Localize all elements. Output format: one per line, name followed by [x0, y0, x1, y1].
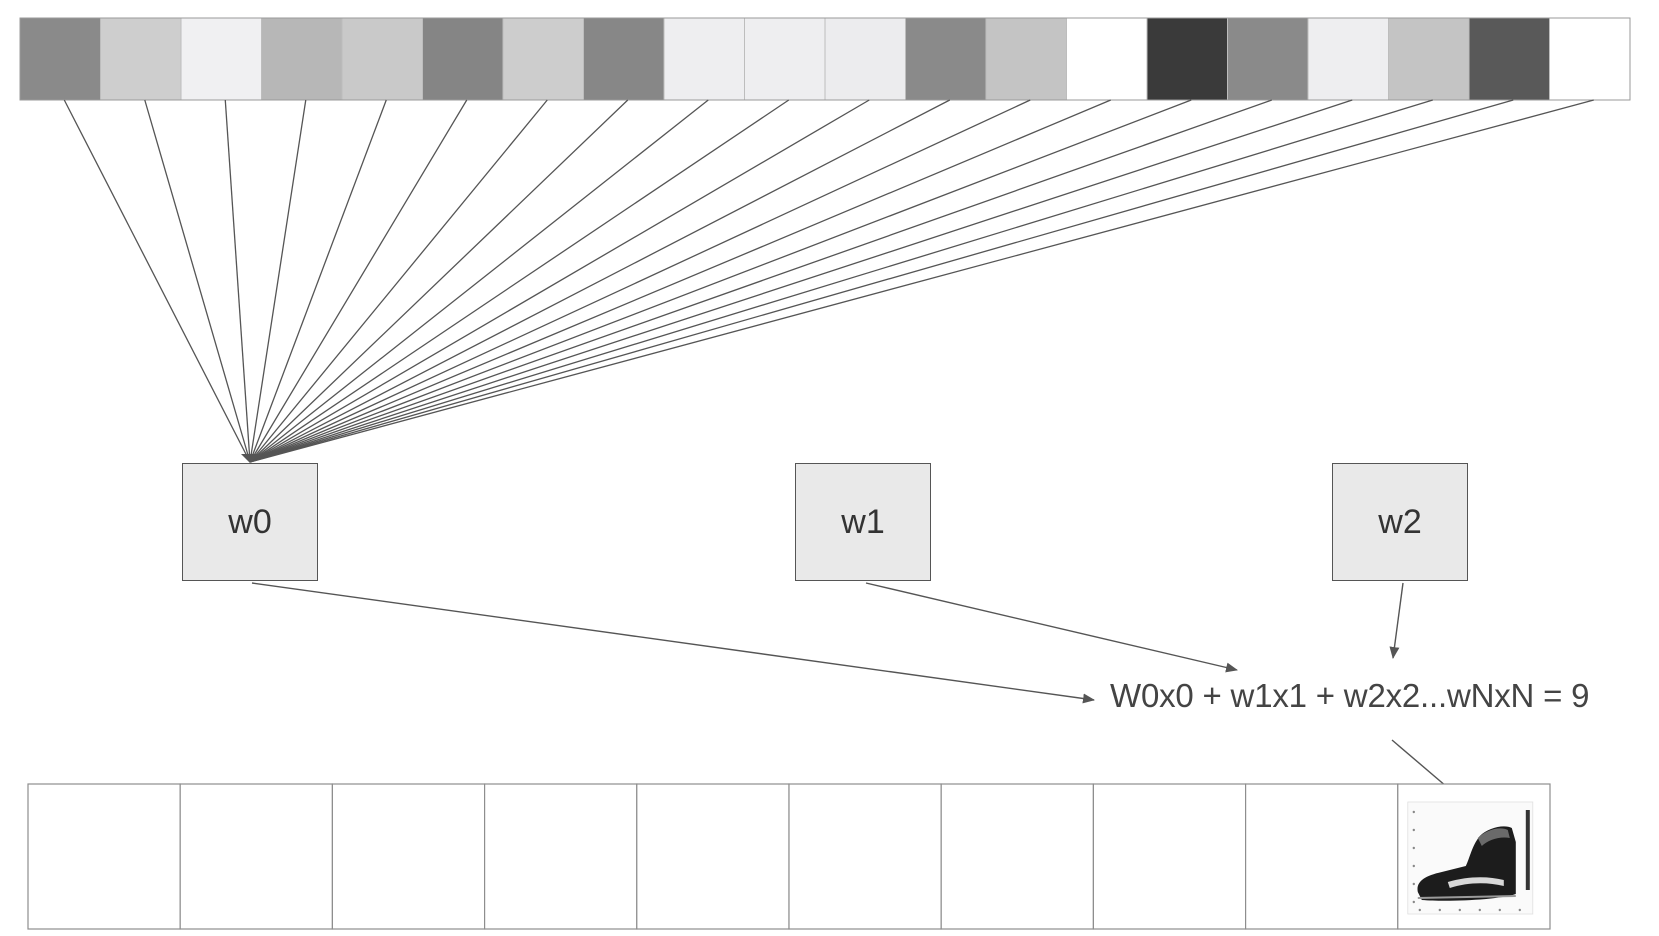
- sneaker-image: [1407, 801, 1534, 915]
- weight-box-w0: w0: [182, 463, 318, 581]
- input-pixel-cell: [1549, 17, 1631, 101]
- connection-line: [249, 99, 387, 463]
- connection-line: [249, 99, 1112, 463]
- arrowhead-w0: [241, 454, 259, 463]
- axis-tick: [1498, 908, 1501, 912]
- connection-line: [249, 99, 1514, 463]
- input-pixel-cell: [261, 17, 343, 101]
- input-pixel-cell: [1146, 17, 1228, 101]
- output-slot: [940, 783, 1095, 930]
- connection-line: [249, 99, 468, 463]
- input-pixel-cell: [502, 17, 584, 101]
- connection-line: [249, 99, 1031, 463]
- arrow-w0-to-equation: [251, 582, 1095, 704]
- input-pixel-cell: [1468, 17, 1550, 101]
- axis-tick: [1438, 908, 1441, 912]
- input-pixel-cell: [1066, 17, 1148, 101]
- connection-line: [249, 99, 870, 463]
- input-pixel-strip: [19, 17, 1631, 101]
- output-slot: [179, 783, 333, 930]
- weight-label-w2: w2: [1378, 502, 1422, 541]
- connection-line: [249, 99, 307, 463]
- arrow-w2-to-equation: [1389, 582, 1404, 659]
- axis-tick: [1412, 828, 1415, 832]
- weight-box-w1: w1: [795, 463, 931, 581]
- axis-tick: [1458, 908, 1461, 912]
- axis-tick: [1518, 908, 1521, 912]
- connection-line: [249, 99, 1272, 463]
- sneaker-sole: [1417, 895, 1516, 899]
- connection-line: [249, 99, 1192, 463]
- axis-tick: [1412, 900, 1415, 904]
- input-pixel-cell: [663, 17, 745, 101]
- connection-line: [144, 99, 251, 463]
- input-pixel-cell: [180, 17, 262, 101]
- input-pixel-cell: [100, 17, 182, 101]
- axis-tick: [1478, 908, 1481, 912]
- weight-label-w1: w1: [841, 502, 885, 541]
- output-slot: [636, 783, 790, 930]
- input-pixel-cell: [1307, 17, 1389, 101]
- colorbar: [1525, 810, 1530, 890]
- input-pixel-cell: [985, 17, 1067, 101]
- input-pixel-cell: [905, 17, 987, 101]
- axis-tick: [1412, 864, 1415, 868]
- output-slot: [331, 783, 486, 930]
- arrow-w1-to-equation: [865, 582, 1238, 673]
- axis-tick: [1412, 846, 1415, 850]
- connection-line: [249, 99, 709, 463]
- connection-line: [63, 99, 251, 463]
- weight-label-w0: w0: [228, 502, 272, 541]
- input-pixel-cell: [1388, 17, 1470, 101]
- input-pixel-cell: [19, 17, 101, 101]
- weight-box-w2: w2: [1332, 463, 1468, 581]
- input-pixel-cell: [744, 17, 826, 101]
- input-pixel-cell: [1227, 17, 1309, 101]
- connection-line: [249, 99, 548, 463]
- connection-line: [249, 99, 951, 463]
- connection-line: [249, 99, 1433, 463]
- axis-tick: [1412, 882, 1415, 886]
- axis-tick: [1412, 810, 1415, 814]
- input-pixel-cell: [341, 17, 423, 101]
- output-slot: [484, 783, 638, 930]
- sneaker-swoosh: [1447, 877, 1504, 888]
- output-slot: [27, 783, 181, 930]
- equation-text: W0x0 + w1x1 + w2x2...wNxN = 9: [1110, 677, 1590, 714]
- connection-line: [224, 99, 251, 463]
- input-pixel-cell: [422, 17, 504, 101]
- connection-line: [249, 99, 790, 463]
- connection-line: [249, 99, 1353, 463]
- input-pixel-cell: [583, 17, 665, 101]
- output-slot: [1244, 783, 1399, 930]
- connection-line: [249, 99, 1594, 463]
- output-slot: [788, 783, 942, 930]
- input-pixel-cell: [824, 17, 906, 101]
- axis-tick: [1418, 908, 1421, 912]
- sneaker-collar: [1477, 828, 1510, 846]
- output-slot: [1092, 783, 1247, 930]
- connection-line: [249, 99, 629, 463]
